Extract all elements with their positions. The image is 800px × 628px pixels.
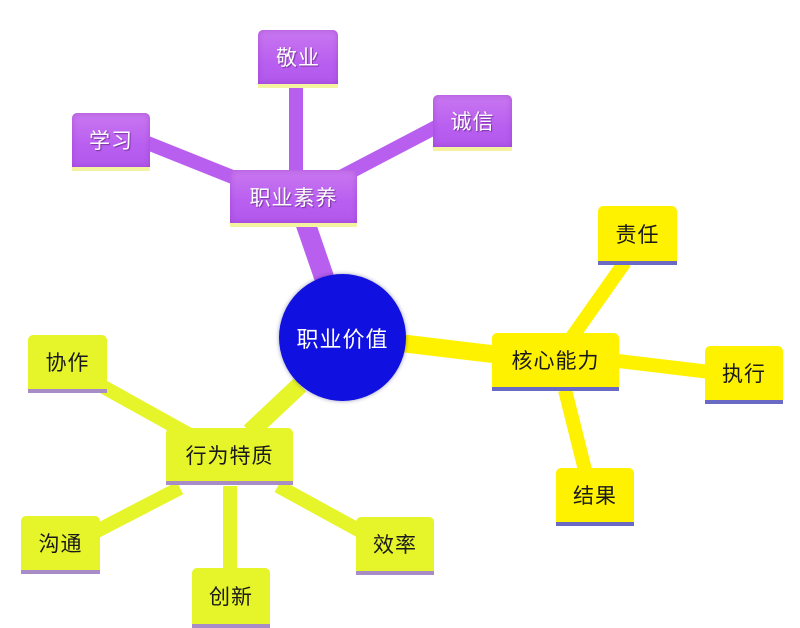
connector-xingweitezhi-goutong (91, 481, 184, 539)
node-jieguo[interactable]: 结果 (556, 468, 634, 526)
node-label: 核心能力 (511, 349, 600, 373)
node-label: 协作 (45, 351, 90, 375)
connector-hexinnengli-zhixing (609, 353, 711, 379)
central-topic[interactable]: 职业价值 (279, 274, 406, 401)
node-goutong[interactable]: 沟通 (21, 516, 100, 574)
central-topic-label: 职业价值 (296, 327, 389, 353)
node-hexinnengli[interactable]: 核心能力 (492, 333, 619, 391)
connector-xingweitezhi-xiezuo (96, 378, 194, 442)
node-label: 结果 (573, 484, 617, 508)
connector-hexinnengli-jieguo (558, 388, 592, 472)
node-label: 学习 (89, 129, 133, 153)
node-label: 行为特质 (185, 443, 274, 468)
node-label: 责任 (615, 222, 660, 247)
node-xuexi[interactable]: 学习 (72, 113, 150, 171)
node-label: 创新 (209, 585, 253, 609)
connector-xingweitezhi-xiaolv (274, 479, 366, 539)
node-label: 效率 (373, 533, 417, 557)
connector-center-zhiyesuyang (295, 218, 335, 284)
node-chengxin[interactable]: 诚信 (433, 95, 512, 151)
node-label: 职业素养 (249, 185, 338, 210)
node-jingye[interactable]: 敬业 (258, 30, 338, 88)
node-zhixing[interactable]: 执行 (705, 346, 783, 404)
connector-hexinnengli-zeren (564, 257, 631, 345)
node-label: 执行 (722, 362, 766, 386)
node-xingweitezhi[interactable]: 行为特质 (166, 428, 293, 485)
connector-center-hexinnengli (398, 334, 502, 364)
node-xiaolv[interactable]: 效率 (356, 517, 434, 575)
node-chuangxin[interactable]: 创新 (192, 568, 270, 628)
node-zhiyesuyang[interactable]: 职业素养 (230, 170, 357, 227)
node-xiezuo[interactable]: 协作 (28, 335, 107, 393)
node-label: 诚信 (450, 110, 495, 134)
node-label: 沟通 (38, 532, 83, 556)
node-label: 敬业 (276, 46, 320, 70)
connector-center-xingweitezhi (243, 378, 307, 439)
node-zeren[interactable]: 责任 (598, 206, 677, 265)
